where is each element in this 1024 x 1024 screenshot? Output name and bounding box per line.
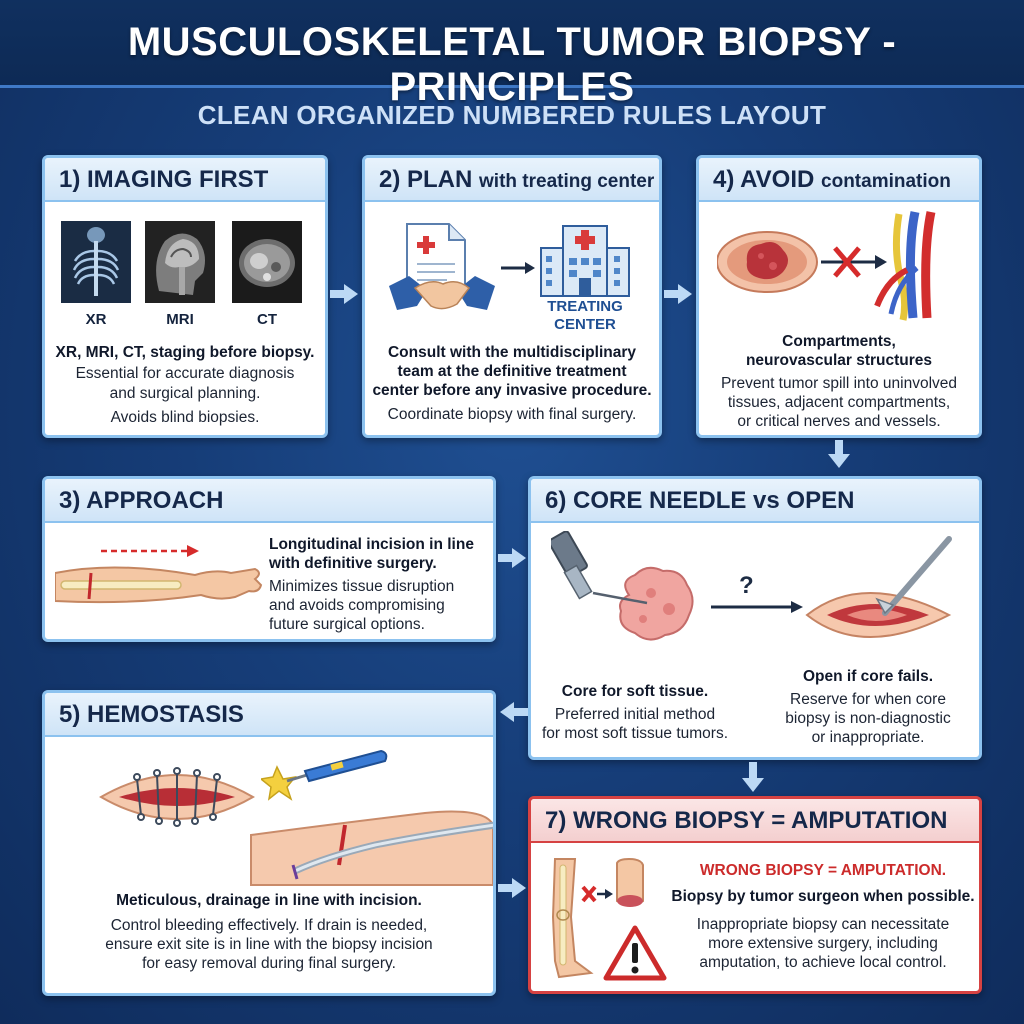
avoid-line-1: Prevent tumor spill into uninvolved [720,375,958,392]
plan-key-point-3: center before any invasive procedure. [372,382,652,399]
plan-key-point-2: team at the definitive treatment [397,363,627,380]
plan-line: Coordinate biopsy with final surgery. [387,406,637,423]
hemostasis-key-point: Meticulous, drainage in line with incisi… [116,892,422,909]
core-line-2: for most soft tissue tumors. [541,725,729,742]
hemostasis-line-3: for easy removal during final surgery. [142,955,396,972]
panel-hemostasis: 5) HEMOSTASIS Meticulous, drainage in li… [42,690,496,996]
hemostasis-line-1: Control bleeding effectively. If drain i… [110,917,428,934]
connector-arrow-1-to-2 [330,284,358,304]
panel-core-needle-vs-open: 6) CORE NEEDLE vs OPEN ? Core for soft t… [528,476,982,760]
open-key-point: Open if core fails. [802,668,934,685]
drain-tube-icon [250,810,493,886]
connector-arrow-5-to-7 [498,878,526,898]
xr-label: XR [85,311,107,328]
sutured-wound-icon [99,767,255,827]
page-title: MUSCULOSKELETAL TUMOR BIOPSY - PRINCIPLE… [127,20,897,109]
mri-image [145,221,215,303]
ct-image [232,221,302,303]
wrong-biopsy-line-1: Inappropriate biopsy can necessitate [696,916,950,933]
arm-incision-icon [55,545,263,604]
avoid-line-3: or critical nerves and vessels. [737,413,941,430]
panel-avoid-contamination: 4) AVOID contamination Compartments, neu… [696,155,982,438]
approach-line-3: future surgical options. [269,616,425,633]
connector-arrow-4-to-6 [828,440,850,468]
connector-arrow-6-to-5 [500,702,528,722]
approach-key-point-2: with definitive surgery. [269,555,437,572]
contamination-icon [717,211,936,321]
open-line-2: biopsy is non-diagnostic [785,710,951,727]
panel-title: 4) AVOID contamination [699,158,979,202]
hospital-icon [540,225,630,297]
title-bar [0,0,1024,88]
imaging-line-2: and surgical planning. [109,385,261,402]
connector-arrow-2-to-4 [664,284,692,304]
open-biopsy-scalpel-icon [805,536,952,638]
avoid-key-point-2: neurovascular structures [745,352,933,369]
wrong-biopsy-key-point: Biopsy by tumor surgeon when possible. [671,888,975,905]
core-line-1: Preferred initial method [554,706,716,723]
panel-approach: 3) APPROACH Longitudinal incision in lin… [42,476,496,642]
avoid-line-2: tissues, adjacent compartments, [727,394,951,411]
core-needle-icon [551,531,694,641]
arrow-right-icon [501,262,535,274]
imaging-key-point: XR, MRI, CT, staging before biopsy. [55,344,315,361]
wrong-biopsy-line-3: amputation, to achieve local control. [699,954,947,971]
panel-title: 3) APPROACH [45,479,493,523]
xray-image [61,221,131,303]
hemostasis-line-2: ensure exit site is in line with the bio… [105,936,433,953]
panel-imaging-first: 1) IMAGING FIRST [42,155,328,438]
mri-label: MRI [166,311,194,328]
plan-key-point-1: Consult with the multidisciplinary [387,344,636,361]
panel-title: 5) HEMOSTASIS [45,693,493,737]
arrow-right-icon [711,601,803,613]
question-mark: ? [739,572,754,599]
panel-title: 6) CORE NEEDLE vs OPEN [531,479,979,523]
panel-title: 2) PLAN with treating center [365,158,659,202]
cautery-pen-icon [261,749,388,801]
panel-title: 1) IMAGING FIRST [45,158,325,202]
panel-title: 7) WRONG BIOPSY = AMPUTATION [531,799,979,843]
approach-line-1: Minimizes tissue disruption [269,578,455,595]
connector-arrow-3-to-6 [498,548,526,568]
ct-label: CT [257,311,277,328]
page-subtitle: CLEAN ORGANIZED NUMBERED RULES LAYOUT [197,100,827,130]
handshake-document-icon [389,223,495,310]
open-line-1: Reserve for when core [790,691,946,708]
avoid-key-point-1: Compartments, [782,333,896,350]
connector-arrow-6-to-7 [742,762,764,792]
wrong-biopsy-alert: WRONG BIOPSY = AMPUTATION. [699,862,947,879]
imaging-line-1: Essential for accurate diagnosis [75,365,295,382]
imaging-line-3: Avoids blind biopsies. [110,409,260,426]
leg-amputation-icon [551,857,644,979]
approach-key-point-1: Longitudinal incision in line [269,536,474,553]
approach-line-2: and avoids compromising [269,597,445,614]
open-line-3: or inappropriate. [811,729,925,746]
warning-icon [603,925,667,981]
panel-wrong-biopsy: 7) WRONG BIOPSY = AMPUTATION WRONG BIOPS… [528,796,982,994]
core-key-point: Core for soft tissue. [561,683,709,700]
wrong-biopsy-line-2: more extensive surgery, including [708,935,938,952]
